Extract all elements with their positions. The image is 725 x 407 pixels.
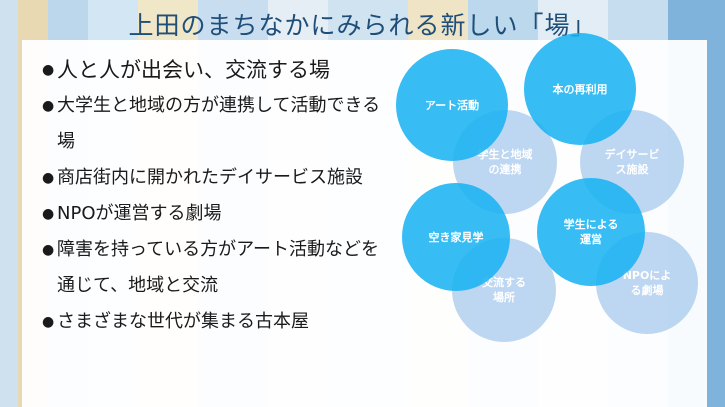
bubble-label: 空き家見学 — [428, 230, 484, 244]
bullet-item: ● NPOが運営する劇場 — [42, 196, 387, 232]
bullet-item: ● 障害を持っている方がアート活動などを通じて、地域と交流 — [42, 232, 387, 304]
bullet-text: NPOが運営する劇場 — [57, 203, 222, 224]
bullet-text: 障害を持っている方がアート活動などを通じて、地域と交流 — [57, 239, 380, 296]
bullet-text: さまざまな世代が集まる古本屋 — [57, 311, 309, 332]
bubble-label: 学生による 運営 — [563, 218, 619, 246]
bubble-label: デイサービ ス施設 — [604, 148, 660, 176]
bubble-vacant-house-tour: 空き家見学 — [402, 183, 510, 291]
bullet-mark: ● — [42, 98, 55, 114]
bubble-book-reuse: 本の再利用 — [524, 33, 636, 145]
bullet-mark: ● — [42, 170, 55, 186]
bubble-student-run: 学生による 運営 — [537, 178, 645, 286]
slide-title: 上田のまちなかにみられる新しい「場」 — [128, 11, 597, 40]
bullet-mark: ● — [42, 242, 55, 258]
bullet-mark: ● — [42, 62, 55, 78]
bubble-label: 学生と地域 の連携 — [477, 148, 533, 176]
bubble-label: アート活動 — [424, 98, 480, 112]
bubble-label: 本の再利用 — [552, 82, 608, 96]
bullet-item: ● 人と人が出会い、交流する場 — [42, 52, 387, 88]
bullet-mark: ● — [42, 206, 55, 222]
bullet-list: ● 人と人が出会い、交流する場 ● 大学生と地域の方が連携して活動できる場 ● … — [42, 52, 387, 340]
bullet-item: ● さまざまな世代が集まる古本屋 — [42, 304, 387, 340]
bubble-art-activity: アート活動 — [396, 49, 508, 161]
bullet-text: 商店街内に開かれたデイサービス施設 — [57, 167, 363, 188]
bubble-label: 交流する 場所 — [482, 276, 526, 304]
bullet-text: 大学生と地域の方が連携して活動できる場 — [57, 95, 381, 152]
bubble-label: NPOによ る劇場 — [622, 269, 672, 297]
bullet-text: 人と人が出会い、交流する場 — [57, 58, 330, 82]
bullet-item: ● 大学生と地域の方が連携して活動できる場 — [42, 88, 387, 160]
bullet-mark: ● — [42, 314, 55, 330]
bullet-item: ● 商店街内に開かれたデイサービス施設 — [42, 160, 387, 196]
